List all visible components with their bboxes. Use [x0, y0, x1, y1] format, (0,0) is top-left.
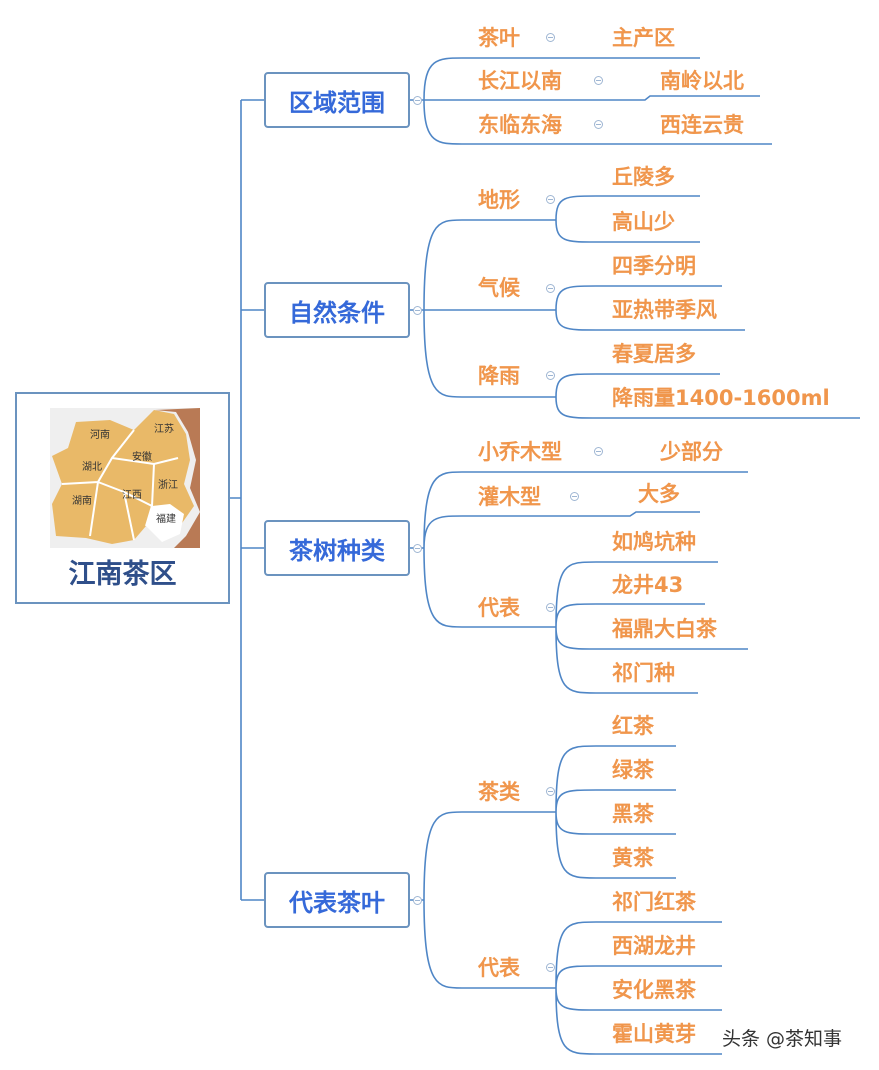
map-label-fujian: 福建	[156, 512, 176, 525]
leaf-rainfall-amount[interactable]: 降雨量1400-1600ml	[612, 386, 830, 410]
leaf-four-seasons[interactable]: 四季分明	[612, 254, 696, 278]
subtopic-tea-examples[interactable]: 代表	[478, 956, 520, 980]
collapse-icon[interactable]	[570, 492, 579, 501]
leaf-majority[interactable]: 大多	[638, 482, 680, 506]
leaf-spring-summer-mostly[interactable]: 春夏居多	[612, 342, 696, 366]
map-label-jiangsu: 江苏	[154, 422, 174, 435]
leaf-keemun-black[interactable]: 祁门红茶	[612, 890, 696, 914]
leaf-anhua-dark[interactable]: 安化黑茶	[612, 978, 696, 1002]
subtopic-rainfall[interactable]: 降雨	[478, 364, 520, 388]
leaf-subtropical-monsoon[interactable]: 亚热带季风	[612, 298, 717, 322]
subtopic-south-of-yangtze[interactable]: 长江以南	[478, 69, 562, 93]
subtopic-tree-examples[interactable]: 代表	[478, 596, 520, 620]
root-node[interactable]: 河南 江苏 安徽 湖北 浙江 湖南 江西 福建 江南茶区	[15, 392, 230, 604]
branch-natural-conditions[interactable]: 自然条件	[264, 282, 410, 338]
collapse-icon[interactable]	[594, 76, 603, 85]
map-label-hunan: 湖南	[72, 494, 92, 507]
subtopic-tea-categories[interactable]: 茶类	[478, 780, 520, 804]
map-label-zhejiang: 浙江	[158, 479, 178, 491]
map-label-henan: 河南	[90, 428, 110, 441]
leaf-fuding-dabai[interactable]: 福鼎大白茶	[612, 617, 717, 641]
leaf-jiukeng[interactable]: 如鸠坑种	[612, 530, 696, 554]
map-label-anhui: 安徽	[132, 450, 152, 463]
collapse-icon[interactable]	[546, 284, 555, 293]
leaf-minority[interactable]: 少部分	[660, 440, 723, 464]
leaf-mountains-few[interactable]: 高山少	[612, 210, 675, 234]
jiangnan-region-map: 河南 江苏 安徽 湖北 浙江 湖南 江西 福建	[50, 408, 200, 548]
collapse-icon[interactable]	[413, 96, 422, 105]
leaf-black-tea[interactable]: 红茶	[612, 714, 654, 738]
collapse-icon[interactable]	[546, 963, 555, 972]
leaf-north-of-nanling[interactable]: 南岭以北	[660, 69, 744, 93]
subtopic-east-china-sea[interactable]: 东临东海	[478, 113, 562, 137]
branch-region-scope[interactable]: 区域范围	[264, 72, 410, 128]
subtopic-tea-leaf[interactable]: 茶叶	[478, 26, 520, 50]
leaf-longjing-43[interactable]: 龙井43	[612, 573, 684, 597]
leaf-green-tea[interactable]: 绿茶	[612, 758, 654, 782]
leaf-dark-tea[interactable]: 黑茶	[612, 802, 654, 826]
map-label-jiangxi: 江西	[122, 489, 142, 501]
collapse-icon[interactable]	[546, 787, 555, 796]
collapse-icon[interactable]	[413, 544, 422, 553]
branch-tea-tree-types[interactable]: 茶树种类	[264, 520, 410, 576]
leaf-huoshan-huangya[interactable]: 霍山黄芽	[612, 1022, 696, 1046]
collapse-icon[interactable]	[546, 603, 555, 612]
leaf-hills-many[interactable]: 丘陵多	[612, 165, 675, 189]
leaf-yellow-tea[interactable]: 黄茶	[612, 846, 654, 870]
collapse-icon[interactable]	[546, 195, 555, 204]
subtopic-climate[interactable]: 气候	[478, 276, 520, 300]
collapse-icon[interactable]	[413, 306, 422, 315]
root-title: 江南茶区	[68, 559, 177, 590]
leaf-main-production-area[interactable]: 主产区	[612, 26, 675, 50]
subtopic-shrub[interactable]: 灌木型	[478, 485, 541, 509]
collapse-icon[interactable]	[594, 447, 603, 456]
branch-representative-teas[interactable]: 代表茶叶	[264, 872, 410, 928]
subtopic-terrain[interactable]: 地形	[478, 188, 520, 212]
collapse-icon[interactable]	[546, 33, 555, 42]
map-label-hubei: 湖北	[82, 461, 102, 473]
collapse-icon[interactable]	[546, 371, 555, 380]
leaf-west-lake-longjing[interactable]: 西湖龙井	[612, 934, 696, 958]
leaf-qimen-variety[interactable]: 祁门种	[612, 661, 675, 685]
subtopic-small-arbor[interactable]: 小乔木型	[478, 440, 562, 464]
collapse-icon[interactable]	[594, 120, 603, 129]
watermark: 头条 @茶知事	[722, 1028, 843, 1050]
collapse-icon[interactable]	[413, 896, 422, 905]
leaf-west-yunnan-guizhou[interactable]: 西连云贵	[660, 113, 744, 137]
